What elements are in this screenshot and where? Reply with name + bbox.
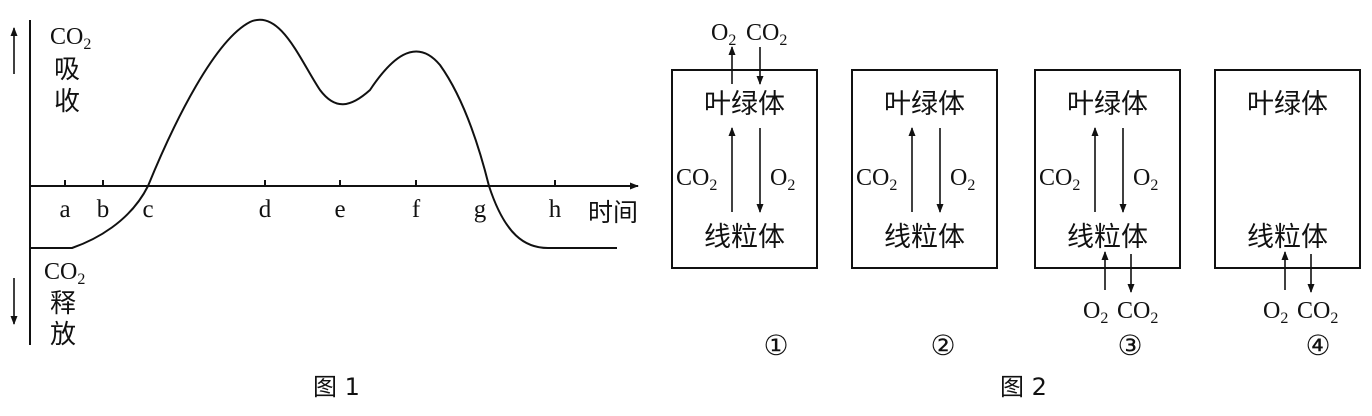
- mitochondrion-label: 线粒体: [884, 222, 965, 253]
- y-bottom-label-line1: 释: [50, 289, 76, 319]
- panel-label: ③: [1117, 331, 1142, 362]
- panel-label: ②: [930, 331, 955, 362]
- panel-label: ④: [1305, 331, 1330, 362]
- mitochondrion-label: 线粒体: [1067, 222, 1148, 253]
- chloroplast-label: 叶绿体: [1067, 89, 1148, 120]
- y-top-co2-label: CO2: [50, 24, 91, 53]
- internal-o2-label: O2: [770, 165, 795, 194]
- mito-external-co2-label: CO2: [1297, 298, 1338, 327]
- figure-2-caption: 图 2: [1000, 373, 1047, 401]
- internal-o2-label: O2: [950, 165, 975, 194]
- chloroplast-label: 叶绿体: [704, 89, 785, 120]
- chloroplast-label: 叶绿体: [884, 89, 965, 120]
- x-tick-label-b: b: [97, 196, 110, 223]
- chloroplast-label: 叶绿体: [1247, 89, 1328, 120]
- internal-co2-label: CO2: [676, 165, 717, 194]
- cell-box: [1034, 69, 1181, 269]
- x-tick-label-c: c: [142, 196, 153, 223]
- x-tick-label-f: f: [412, 196, 421, 223]
- mitochondrion-label: 线粒体: [704, 222, 785, 253]
- external-co2-label: CO2: [746, 20, 787, 49]
- y-top-label-line1: 吸: [54, 55, 80, 85]
- cell-box: [671, 69, 818, 269]
- x-tick-label-g: g: [474, 196, 487, 223]
- internal-o2-label: O2: [1133, 165, 1158, 194]
- cell-box: [851, 69, 998, 269]
- mito-external-o2-label: O2: [1083, 298, 1108, 327]
- y-top-label-line2: 收: [54, 87, 80, 117]
- x-tick-label-a: a: [59, 196, 70, 223]
- cell-box: [1214, 69, 1361, 269]
- external-o2-label: O2: [711, 20, 736, 49]
- y-bottom-label-line2: 放: [50, 320, 76, 350]
- mitochondrion-label: 线粒体: [1247, 222, 1328, 253]
- mito-external-o2-label: O2: [1263, 298, 1288, 327]
- internal-co2-label: CO2: [1039, 165, 1080, 194]
- figure-1-caption: 图 1: [313, 373, 360, 401]
- x-tick-label-h: h: [549, 196, 562, 223]
- panel-label: ①: [763, 331, 788, 362]
- y-bottom-co2-label: CO2: [44, 259, 85, 288]
- co2-curve: [30, 18, 617, 249]
- x-tick-label-e: e: [334, 196, 345, 223]
- mito-external-co2-label: CO2: [1117, 298, 1158, 327]
- x-tick-label-d: d: [259, 196, 272, 223]
- x-axis-label: 时间: [588, 198, 638, 227]
- internal-co2-label: CO2: [856, 165, 897, 194]
